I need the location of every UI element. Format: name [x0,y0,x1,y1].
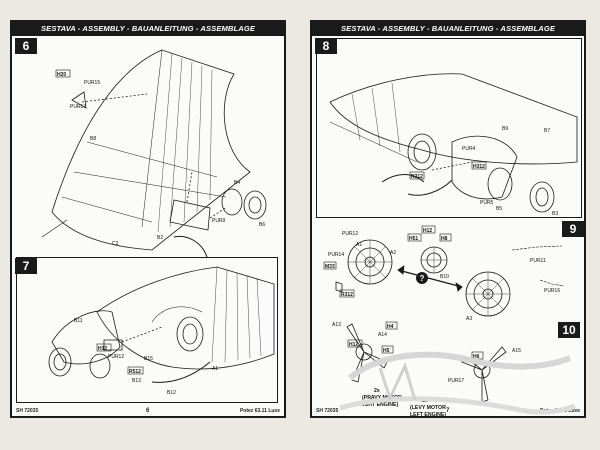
part-label: PUR16 [544,288,560,294]
part-label: H20 [57,72,66,78]
part-label: B15 [144,356,153,362]
part-label: B3 [552,211,558,217]
page-header: SESTAVA - ASSEMBLY - BAUANLEITUNG - ASSE… [312,22,584,36]
part-label: H12 [98,346,107,352]
footer-title: Potez 63.11 Luxe [239,408,280,414]
part-label: A1 [212,366,218,372]
wing-assembly-drawing: H20 PUR15 PUR17 B8 C2 B2 B4 B6 PUR9 B11 … [41,49,275,396]
part-label: PUR4 [462,146,476,152]
part-label: H5 [383,348,390,354]
part-label: A15 [512,348,521,354]
part-label: A1 [356,242,362,248]
part-label: M33 [325,264,335,270]
part-label: H4 [387,324,394,330]
page-number: 6 [146,408,150,414]
step-7-number: 7 [15,258,37,274]
part-label: A14 [378,332,387,338]
step-8-frame [316,38,582,218]
part-label: H6 [473,354,480,360]
step-8-number: 8 [315,38,337,54]
part-label: H51 [409,236,418,242]
part-label: B10 [440,274,449,280]
part-label: A3 [466,316,472,322]
part-label: H8 [441,236,448,242]
part-label: B9 [502,126,508,132]
part-label: B2 [157,235,163,241]
engine-assembly-drawing: ? B9 B7 R312 H312 PUR4 PUR5 B5 B3 PUR12 … [323,73,578,418]
footer-code: SH 72035 [316,408,339,414]
page-header: SESTAVA - ASSEMBLY - BAUANLEITUNG - ASSE… [12,22,284,36]
part-label: R312 [411,174,423,180]
step-6-number: 6 [15,38,37,54]
part-label: B6 [259,222,265,228]
footer-code: SH 72035 [16,408,39,414]
part-label: B11 [74,318,83,324]
part-label: A2 [390,250,396,256]
step-7-frame [16,257,278,403]
part-label: PUR12 [108,354,124,360]
page-number: 7 [446,408,450,414]
caption-left-engine: LEFT ENGINE) [410,412,446,418]
part-label: C2 [112,241,119,247]
part-label: PUR12 [342,231,358,237]
part-label: PUR9 [212,218,226,224]
part-label: R312 [341,292,353,298]
part-label: B7 [544,128,550,134]
caption-right-engine: 2x [374,388,380,394]
instruction-page-right: SESTAVA - ASSEMBLY - BAUANLEITUNG - ASSE… [310,20,586,418]
part-label: PUR5 [480,200,494,206]
part-label: B8 [90,136,96,142]
hobby-shop-watermark [339,351,576,415]
part-label: PUR17 [70,104,86,110]
part-label: PUR17 [448,378,464,384]
caption-left-engine: (LEVY MOTOR [410,405,446,411]
part-label: H12 [349,342,358,348]
part-label: R512 [129,369,141,375]
part-label: H12 [423,228,432,234]
part-label: B5 [496,206,502,212]
part-label: PUR14 [328,252,344,258]
step-9-number: 9 [562,221,584,237]
callout-question: ? [420,274,425,283]
part-label: B4 [234,180,240,186]
part-label: B13 [132,378,141,384]
step-10-number: 10 [558,322,580,338]
part-label: A13 [332,322,341,328]
instruction-page-left: SESTAVA - ASSEMBLY - BAUANLEITUNG - ASSE… [10,20,286,418]
caption-right-engine: RIGHT ENGINE) [359,402,398,408]
part-label: PUR15 [84,80,100,86]
part-label: PUR11 [530,258,546,264]
part-label: H312 [473,164,485,170]
part-label: B12 [167,390,176,396]
